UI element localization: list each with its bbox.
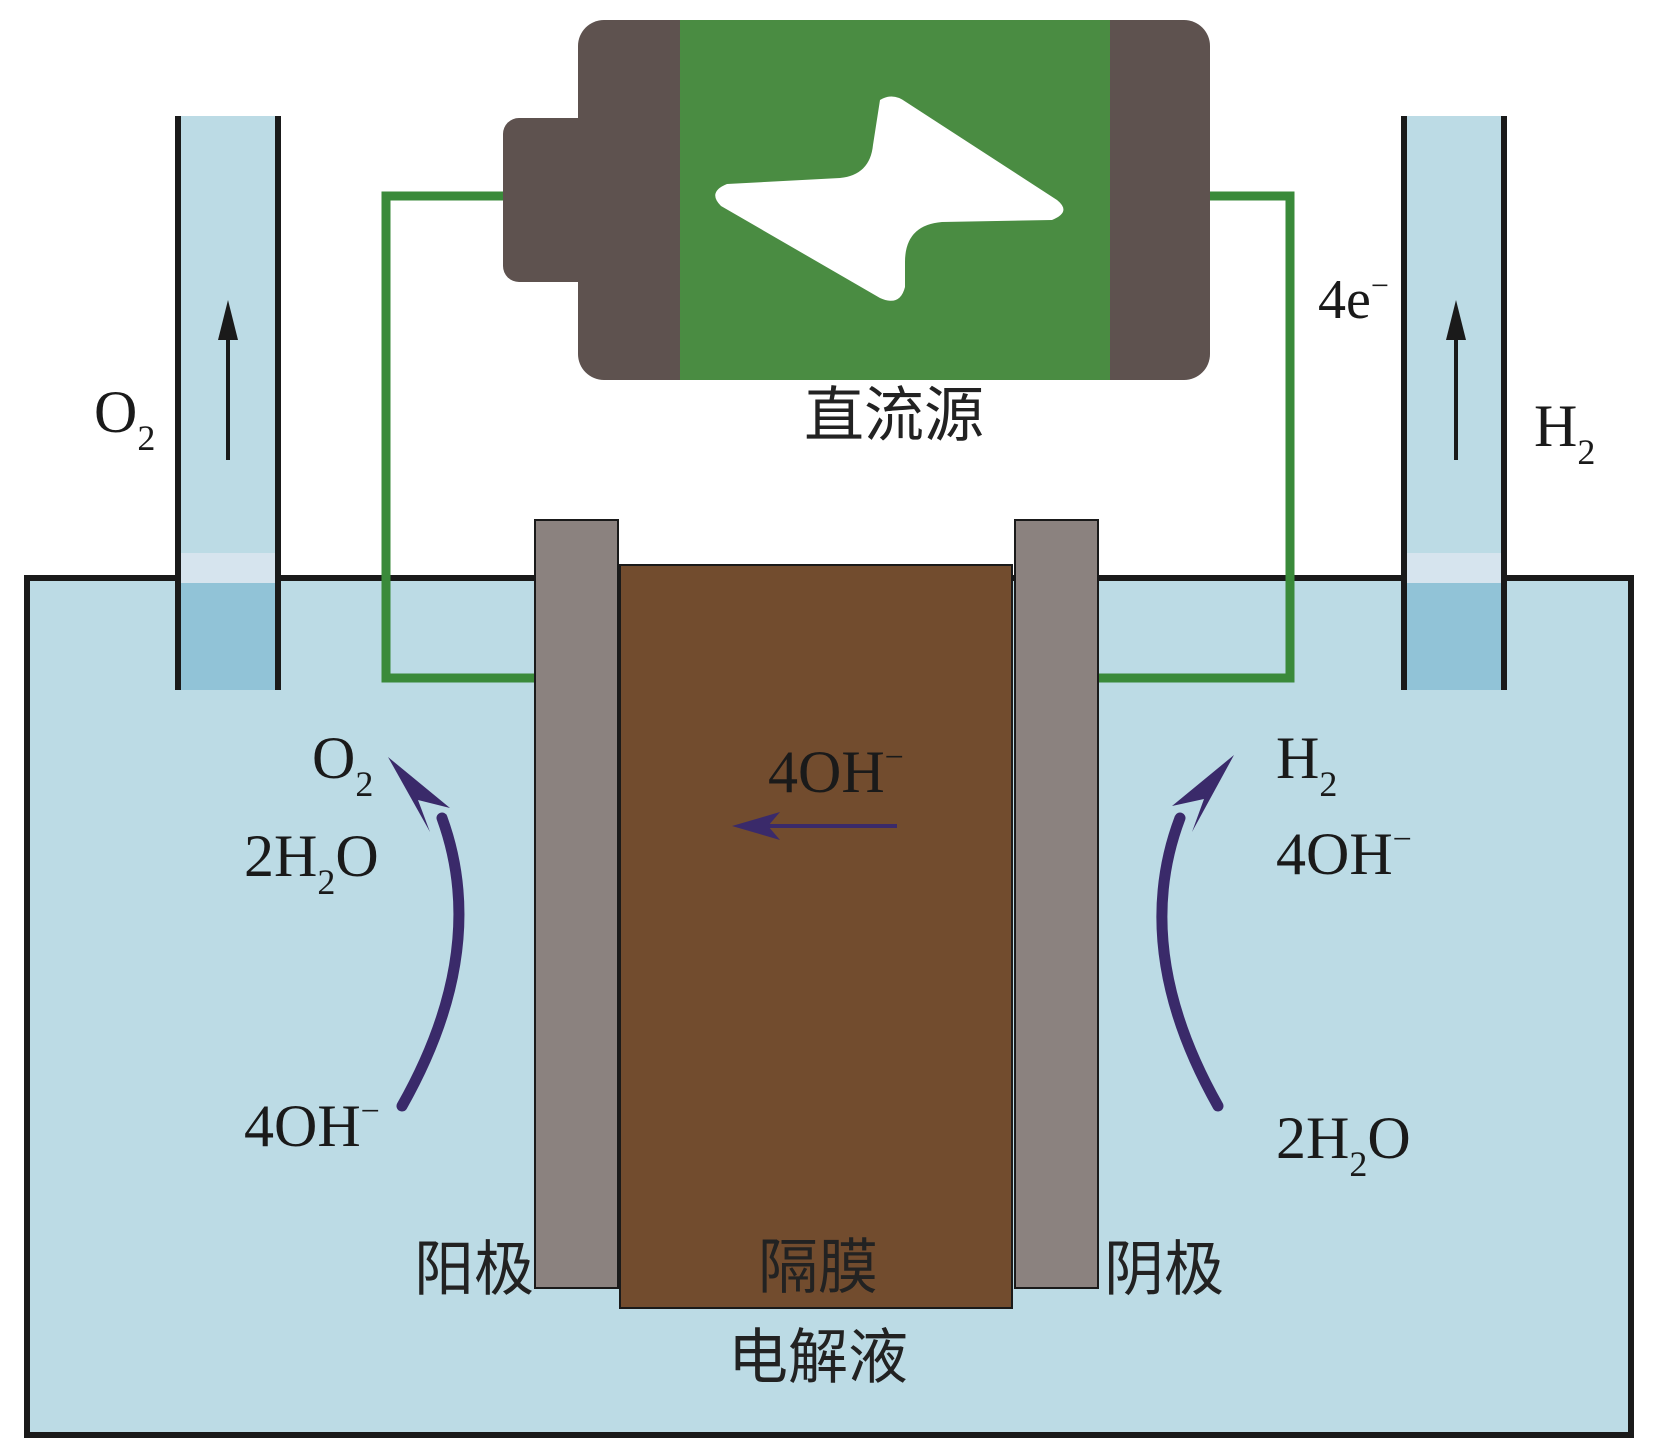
membrane-ion-label: 4OH− (768, 739, 904, 805)
power-source-label: 直流源 (804, 381, 984, 451)
right-tube-up-arrow-icon (1446, 300, 1466, 460)
cathode-plate (1014, 519, 1099, 1289)
cathode-reaction-arrow-icon (1156, 755, 1234, 1112)
left-tube-meniscus (178, 553, 278, 583)
circuit-wire-right (1098, 191, 1295, 683)
circuit-wire-left (381, 191, 535, 683)
right-tube-meniscus (1404, 553, 1504, 583)
dc-power-source (503, 20, 1210, 380)
anode-reactant-label: 4OH− (244, 1093, 380, 1159)
left-tube-water-band (178, 583, 278, 690)
left-tube-up-arrow-icon (218, 300, 238, 460)
cathode-product-label: H2 (1276, 725, 1337, 804)
lightning-bolt-icon (715, 96, 1064, 301)
ion-migration-arrow-icon (732, 812, 897, 840)
cathode-reactant-label: 2H2O (1276, 1105, 1411, 1184)
membrane-label: 隔膜 (758, 1233, 878, 1303)
anode-product-label: O2 (312, 725, 373, 804)
right-tube-gas-label: H2 (1534, 393, 1595, 472)
right-tube-water-band (1404, 583, 1504, 690)
anode-label: 阳极 (414, 1235, 534, 1305)
left-gas-tube (175, 116, 281, 690)
anode-reaction-arrow-icon (388, 757, 465, 1112)
membrane-block (619, 564, 1013, 1309)
electron-flow-label: 4e− (1318, 267, 1389, 331)
cathode-byproduct-label: 4OH− (1276, 821, 1412, 887)
cathode-label: 阴极 (1104, 1235, 1224, 1305)
anode-byproduct-label: 2H2O (244, 823, 379, 902)
anode-plate (534, 519, 619, 1289)
left-tube-gas-label: O2 (94, 379, 155, 458)
electrolyte-label: 电解液 (728, 1323, 908, 1393)
